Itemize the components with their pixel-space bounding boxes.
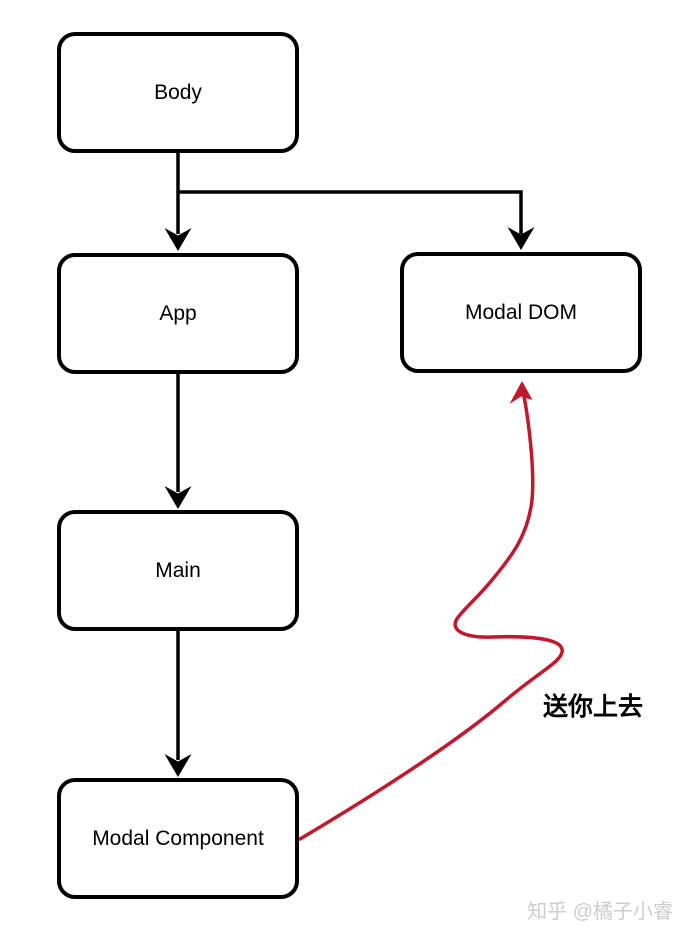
arrowhead-modal-dom-icon [507, 227, 535, 250]
red-edge-label: 送你上去 [543, 693, 644, 721]
node-app-label: App [159, 301, 197, 325]
node-body: Body [57, 32, 299, 153]
arrowhead-main-icon [164, 486, 192, 509]
node-modal-component-label: Modal Component [92, 826, 264, 850]
arrowhead-app-icon [164, 228, 192, 251]
watermark: 知乎 @橘子小睿 [527, 901, 673, 923]
edge-body-modal-dom [178, 190, 523, 234]
node-app: App [57, 253, 299, 374]
node-main: Main [57, 510, 299, 631]
arrowhead-modal-component-icon [164, 754, 192, 777]
node-modal-dom-label: Modal DOM [464, 300, 578, 324]
node-modal-component: Modal Component [57, 778, 299, 899]
edge-modal-component-to-modal-dom-highlight [298, 394, 564, 841]
arrowhead-highlight-icon [509, 381, 533, 404]
node-body-label: Body [154, 80, 202, 104]
node-modal-dom: Modal DOM [400, 252, 642, 373]
node-main-label: Main [155, 558, 201, 582]
